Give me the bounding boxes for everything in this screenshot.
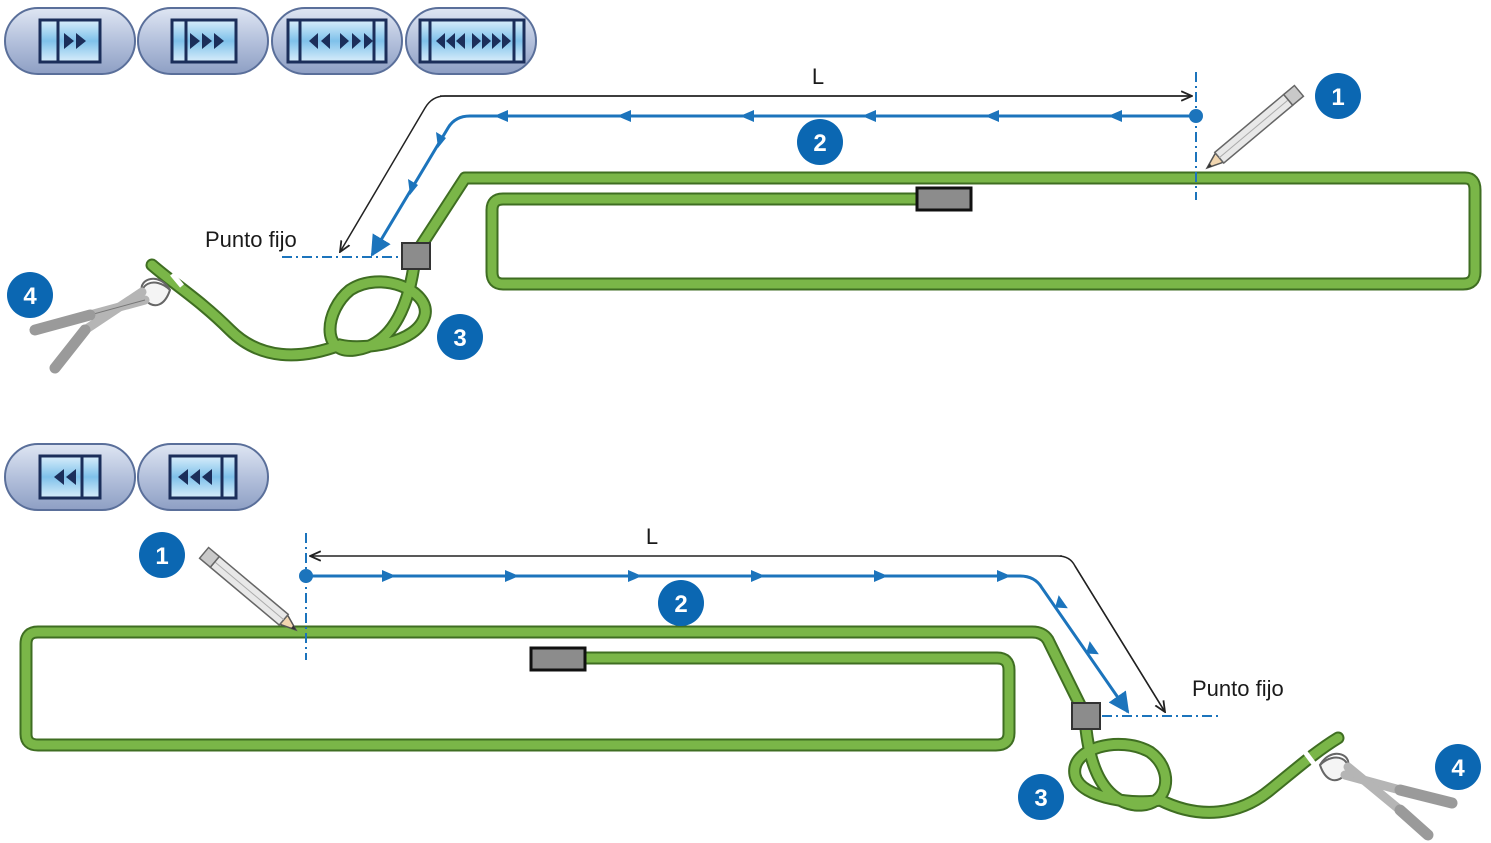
pliers-icon	[1318, 753, 1458, 841]
top-pill-row	[4, 7, 537, 75]
measure-start-dot	[299, 569, 313, 583]
top-step-2-badge: 2	[797, 119, 843, 165]
svg-text:2: 2	[674, 591, 687, 618]
svg-text:4: 4	[1451, 755, 1465, 782]
sequence-4-icon	[405, 7, 537, 75]
top-cable	[145, 171, 1482, 362]
bottom-pill-row	[4, 443, 269, 511]
top-step-3-badge: 3	[437, 314, 483, 360]
svg-text:1: 1	[1331, 84, 1344, 111]
cut-mark	[1303, 750, 1316, 766]
svg-text:3: 3	[1034, 785, 1047, 812]
cable-connector	[915, 186, 973, 212]
top-step-4-badge: 4	[7, 272, 53, 318]
sequence-1-icon	[4, 7, 136, 75]
cut-mark	[170, 272, 184, 288]
svg-text:2: 2	[813, 130, 826, 157]
bottom-step-4-badge: 4	[1435, 744, 1481, 790]
top-panel: L Punto fijo 1 2	[4, 7, 1482, 374]
svg-text:1: 1	[155, 543, 168, 570]
bottom-panel: L Punto fijo 1 2	[4, 443, 1481, 841]
top-step-1-badge: 1	[1315, 73, 1361, 119]
top-measure: L Punto fijo	[205, 64, 1203, 258]
measure-start-dot	[1189, 109, 1203, 123]
bottom-step-3-badge: 3	[1018, 774, 1064, 820]
svg-text:4: 4	[23, 283, 37, 310]
fixed-point-clamp	[1071, 702, 1101, 730]
cable-connector	[529, 646, 587, 672]
bottom-cable	[19, 625, 1345, 819]
pliers-icon	[29, 278, 172, 374]
sequence-reverse-1-icon	[4, 443, 136, 511]
length-label: L	[812, 64, 824, 89]
pencil-icon	[1205, 84, 1305, 170]
fixed-point-clamp	[401, 242, 431, 270]
bottom-measure: L Punto fijo	[299, 524, 1284, 717]
pencil-icon	[198, 546, 298, 632]
svg-text:3: 3	[453, 325, 466, 352]
sequence-3-icon	[271, 7, 403, 75]
fixed-point-label: Punto fijo	[1192, 676, 1284, 701]
length-label: L	[646, 524, 658, 549]
sequence-reverse-2-icon	[137, 443, 269, 511]
bottom-step-2-badge: 2	[658, 580, 704, 626]
fixed-point-label: Punto fijo	[205, 227, 297, 252]
bottom-step-1-badge: 1	[139, 532, 185, 578]
sequence-2-icon	[137, 7, 269, 75]
